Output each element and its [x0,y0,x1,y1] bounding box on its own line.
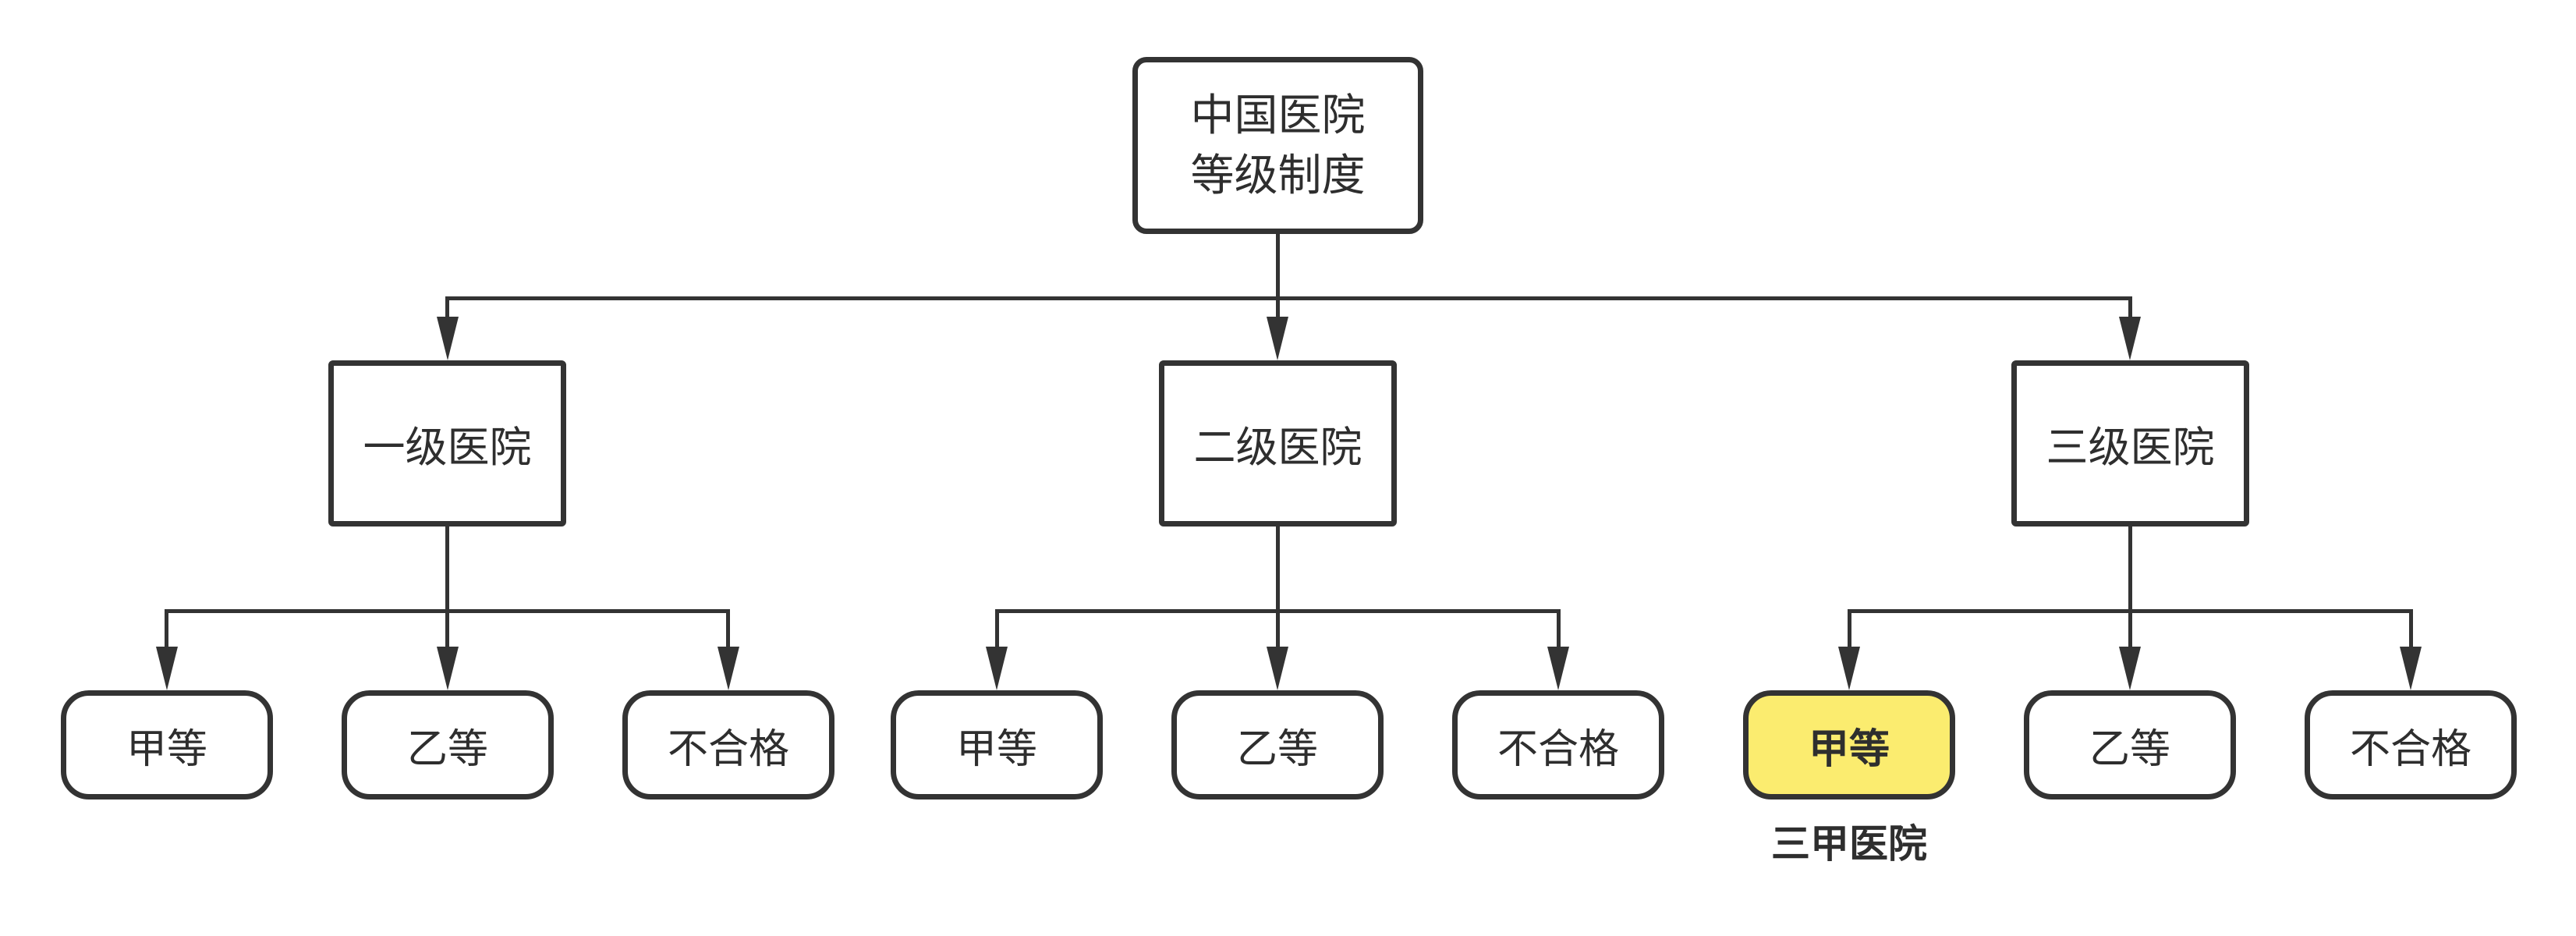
leaf-level2-unqualified: 不合格 [1452,690,1664,800]
arrow-down-icon [1547,647,1569,690]
leaf-level2-grade-b: 乙等 [1171,690,1384,800]
connector-line [445,609,449,650]
arrow-down-icon [1838,647,1860,690]
arrow-down-icon [156,647,178,690]
arrow-down-icon [1267,647,1288,690]
connector-line [726,609,730,650]
level-2-label: 二级医院 [1193,424,1362,471]
arrow-down-icon [2119,317,2141,360]
leaf-label: 乙等 [2089,726,2170,772]
leaf-label: 乙等 [406,726,488,772]
level-1-label: 一级医院 [363,424,532,471]
arrow-down-icon [1267,317,1288,360]
connector-line [1557,609,1561,650]
connector-line [1276,525,1280,611]
arrow-down-icon [2119,647,2141,690]
arrow-down-icon [986,647,1008,690]
leaf-label: 甲等 [955,726,1037,772]
level-3-label: 三级医院 [2046,424,2215,471]
arrow-down-icon [718,647,739,690]
leaf-label: 不合格 [1497,726,1619,772]
connector-line [1848,609,1851,650]
leaf-label: 不合格 [667,726,789,772]
leaf-label: 不合格 [2349,726,2471,772]
connector-line [1276,609,1280,650]
connector-line [2128,609,2132,650]
connector-line [2128,296,2132,321]
leaf-label: 甲等 [126,726,207,772]
connector-line [165,609,168,650]
level-3-node: 三级医院 [2011,360,2249,526]
leaf-level3-grade-a-highlighted: 甲等 [1743,690,1955,800]
leaf-level2-grade-a: 甲等 [891,690,1103,800]
root-node: 中国医院 等级制度 [1132,57,1423,234]
connector-line [445,296,449,321]
connector-line [445,296,2132,300]
annotation-3a-hospital: 三甲医院 [1771,822,1927,866]
leaf-label: 乙等 [1236,726,1318,772]
connector-line [2409,609,2413,650]
connector-line [1276,296,1280,321]
leaf-level1-grade-b: 乙等 [342,690,554,800]
root-label-line2: 等级制度 [1190,150,1366,200]
arrow-down-icon [2400,647,2422,690]
arrow-down-icon [437,647,459,690]
level-2-node: 二级医院 [1159,360,1397,526]
connector-line [1276,232,1280,298]
leaf-label: 甲等 [1808,726,1890,772]
connector-line [445,525,449,611]
leaf-level3-unqualified: 不合格 [2305,690,2517,800]
arrow-down-icon [437,317,459,360]
leaf-level1-unqualified: 不合格 [622,690,834,800]
connector-line [995,609,999,650]
connector-line [2128,525,2132,611]
level-1-node: 一级医院 [328,360,566,526]
root-label-line1: 中国医院 [1190,90,1366,140]
leaf-level3-grade-b: 乙等 [2024,690,2236,800]
leaf-level1-grade-a: 甲等 [61,690,273,800]
